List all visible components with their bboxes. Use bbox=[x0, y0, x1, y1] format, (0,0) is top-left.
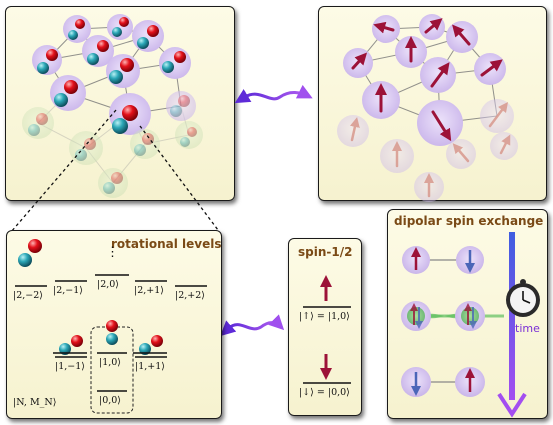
dipolar-exchange-title: dipolar spin exchange bbox=[394, 214, 544, 228]
energy-level bbox=[15, 274, 207, 392]
clock-icon bbox=[506, 279, 540, 317]
ket-label: |2,+1⟩ bbox=[134, 285, 164, 296]
ket-label: |2,0⟩ bbox=[97, 279, 120, 290]
molecule-lattice-figure bbox=[22, 14, 203, 198]
ket-label: |1,+1⟩ bbox=[135, 361, 165, 372]
ket-label: |2,−1⟩ bbox=[53, 285, 83, 296]
ellipsis-dots: ⋮ bbox=[106, 245, 119, 260]
molecule-icon bbox=[59, 320, 163, 355]
spin-down-label: |↓⟩ = |0,0⟩ bbox=[299, 387, 350, 398]
spin-lattice-panel bbox=[318, 6, 547, 202]
ket-label: |1,−1⟩ bbox=[55, 361, 85, 372]
spin-half-title: spin-1/2 bbox=[298, 245, 353, 259]
dipolar-exchange-panel: dipolar spin exchange bbox=[387, 209, 548, 419]
correspondence-arrow bbox=[220, 314, 285, 337]
correspondence-arrow bbox=[234, 84, 313, 104]
spin-arrow bbox=[351, 18, 503, 142]
ket-label: |2,+2⟩ bbox=[175, 290, 205, 301]
spin-lattice-figure bbox=[337, 14, 518, 202]
molecule-icon bbox=[18, 239, 42, 267]
ket-label: |1,0⟩ bbox=[99, 357, 122, 368]
ket-label: |0,0⟩ bbox=[99, 395, 122, 406]
spin-half-diagram bbox=[303, 275, 351, 384]
ket-label: |2,−2⟩ bbox=[13, 290, 43, 301]
dipolar-exchange-diagram bbox=[401, 232, 540, 418]
molecule-lattice-panel bbox=[5, 6, 235, 201]
rotational-levels-panel: rotational levels bbox=[6, 230, 222, 419]
time-arrow-head bbox=[497, 392, 527, 418]
spin-half-panel: spin-1/2 |↑⟩ = |1,0⟩ |↓⟩ = |0,0⟩ bbox=[288, 238, 362, 416]
rotational-diagram bbox=[15, 239, 207, 414]
spin-up-label: |↑⟩ = |1,0⟩ bbox=[299, 311, 350, 322]
basis-label: |N, M_N⟩ bbox=[13, 397, 57, 408]
time-arrow bbox=[509, 232, 515, 400]
rotational-levels-title: rotational levels bbox=[111, 237, 222, 251]
time-label: time bbox=[515, 322, 540, 335]
